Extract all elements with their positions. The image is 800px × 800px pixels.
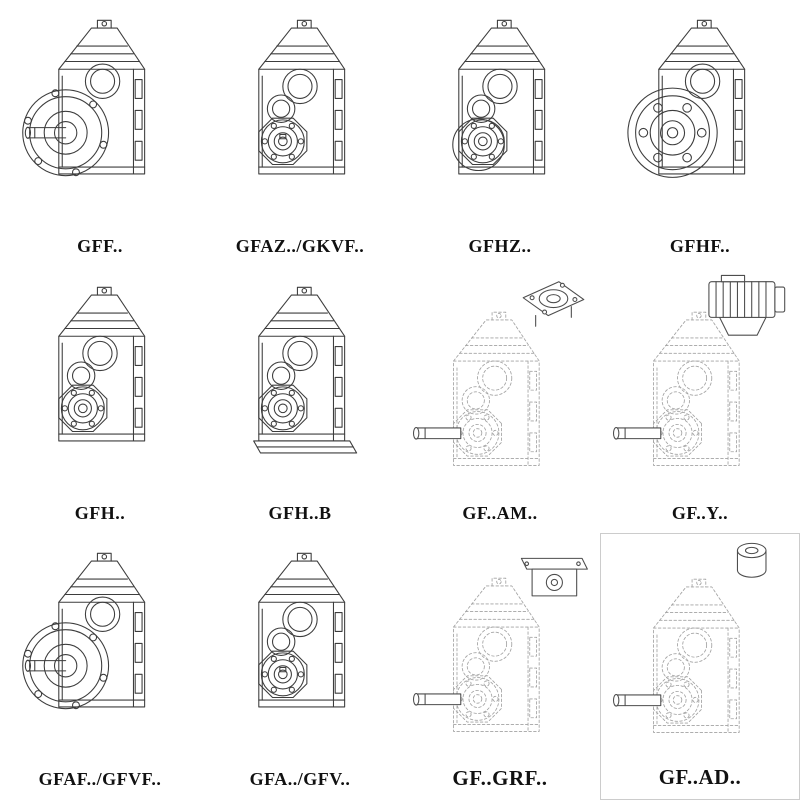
- product-cell-gf-y: GF..Y..: [600, 267, 800, 534]
- product-cell-gfaz-gkvf: GFAZ../GKVF..: [200, 0, 400, 267]
- product-label-gf-grf: GF..GRF..: [452, 765, 548, 790]
- product-label-gfh: GFH..: [74, 502, 126, 523]
- product-label-gf-am: GF..AM..: [462, 502, 538, 523]
- gearbox-gfaz-gkvf-drawing: [202, 4, 398, 210]
- product-label-gfa-gfv: GFA../GFV..: [249, 769, 351, 790]
- product-cell-gff: GFF..: [0, 0, 200, 267]
- gearbox-gfhz-drawing: [402, 4, 598, 210]
- product-label-gfhz: GFHZ..: [468, 235, 532, 256]
- product-cell-gfaf-gfvf: GFAF../GFVF..: [0, 533, 200, 800]
- product-cell-gfh-b: GFH..B: [200, 267, 400, 534]
- product-label-gfaf-gfvf: GFAF../GFVF..: [38, 769, 162, 790]
- gearbox-gf-grf-drawing: [402, 537, 598, 751]
- gearbox-gff-drawing: [2, 4, 198, 210]
- gearbox-gf-ad-drawing: [603, 538, 797, 752]
- product-cell-gfa-gfv: GFA../GFV..: [200, 533, 400, 800]
- product-cell-gf-ad: GF..AD..: [600, 533, 800, 800]
- product-cell-gf-grf: GF..GRF..: [400, 533, 600, 800]
- product-label-gfaz-gkvf: GFAZ../GKVF..: [235, 235, 365, 256]
- product-label-gf-ad: GF..AD..: [658, 764, 742, 789]
- gearbox-gfa-gfv-drawing: [202, 537, 398, 743]
- gearbox-gfh-b-drawing: [202, 271, 398, 477]
- product-label-gff: GFF..: [77, 235, 123, 256]
- product-cell-gfh: GFH..: [0, 267, 200, 534]
- gearbox-gfaf-gfvf-drawing: [2, 537, 198, 743]
- gearbox-gfh-drawing: [2, 271, 198, 477]
- product-label-gfh-b: GFH..B: [268, 502, 332, 523]
- gearbox-gf-y-drawing: [602, 271, 798, 485]
- product-cell-gfhf: GFHF..: [600, 0, 800, 267]
- gearbox-gfhf-drawing: [602, 4, 798, 210]
- product-cell-gfhz: GFHZ..: [400, 0, 600, 267]
- gearbox-gf-am-drawing: [402, 271, 598, 485]
- product-label-gfhf: GFHF..: [669, 235, 731, 256]
- product-cell-gf-am: GF..AM..: [400, 267, 600, 534]
- product-label-gf-y: GF..Y..: [671, 502, 729, 523]
